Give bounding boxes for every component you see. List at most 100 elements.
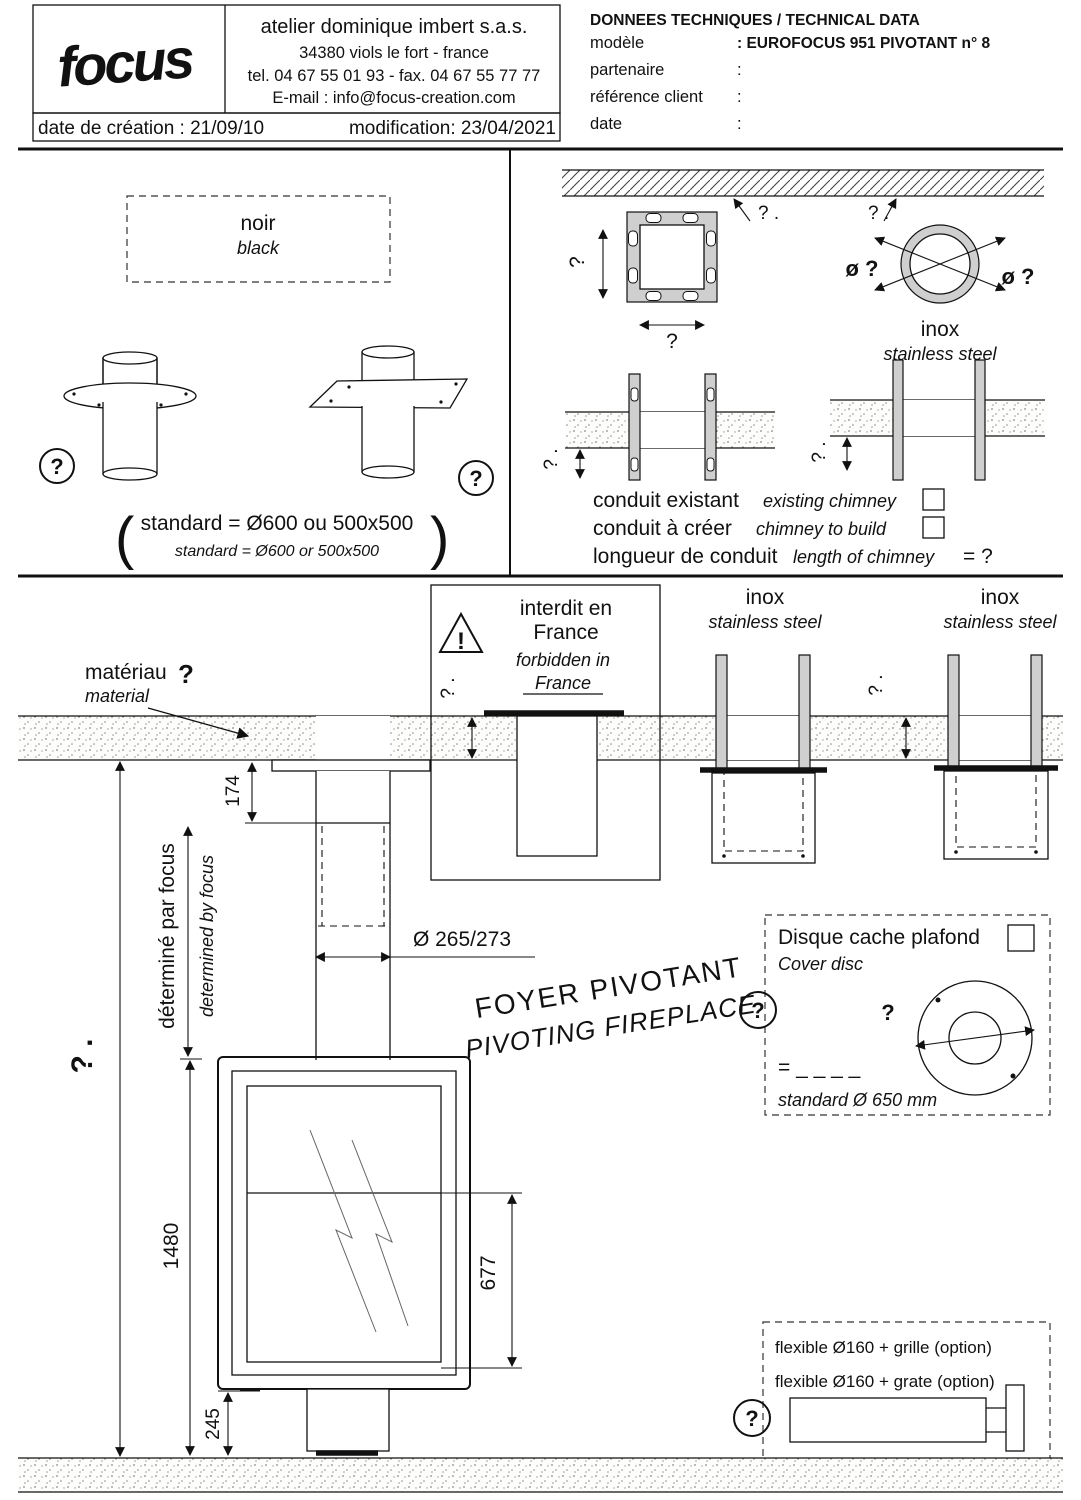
round-pipe-through-wall	[830, 359, 1045, 481]
svg-text:?: ?	[469, 466, 482, 491]
forbidden-en-line2: France	[535, 673, 591, 693]
cover-disc-value: = _ _ _ _	[778, 1056, 861, 1079]
dim-677: 677	[477, 1255, 500, 1290]
existing-chimney-fr: conduit existant	[593, 489, 739, 512]
modification-date: modification: 23/04/2021	[349, 118, 556, 139]
partner-label: partenaire	[590, 61, 664, 79]
pedestal	[306, 1388, 390, 1452]
date-label: date	[590, 115, 622, 133]
creation-date: date de création : 21/09/10	[38, 118, 264, 139]
model-label: modèle	[590, 34, 644, 52]
flexible-option-box: flexible Ø160 + grille (option) flexible…	[733, 1321, 1051, 1463]
pipe-b-offset-q: ? .	[866, 674, 887, 695]
inox-label-fr: inox	[746, 586, 785, 609]
svg-text:?: ?	[745, 1406, 758, 1431]
ceiling-thickness-q: ? .	[868, 203, 889, 224]
ceiling-collar	[271, 759, 431, 772]
chimney-to-build-checkbox[interactable]	[922, 516, 945, 539]
cover-disc-title-fr: Disque cache plafond	[778, 926, 980, 949]
firebox-frame	[217, 1056, 471, 1390]
company-name: atelier dominique imbert s.a.s.	[261, 16, 528, 38]
cover-disc-standard: standard Ø 650 mm	[778, 1090, 937, 1110]
ceiling-hatch-band	[562, 170, 1044, 196]
pipe-diameter-label: Ø 265/273	[413, 928, 511, 951]
finish-fr: noir	[240, 212, 275, 235]
finish-box	[126, 195, 391, 283]
finish-en: black	[237, 238, 280, 258]
square-ceiling-plate-drawing	[308, 345, 469, 479]
date-value: :	[737, 115, 742, 133]
forbidden-pipe	[516, 715, 598, 857]
material-q: ?	[178, 659, 194, 689]
question-badge: ?	[733, 1399, 771, 1437]
material-label-fr: matériau	[85, 661, 167, 684]
standard-size-en: standard = Ø600 or 500x500	[175, 543, 379, 560]
header: focus atelier dominique imbert s.a.s. 34…	[32, 4, 990, 142]
square-duct-plan	[626, 211, 718, 303]
forbidden-en-line1: forbidden in	[516, 650, 610, 670]
client-ref-label: référence client	[590, 88, 703, 106]
determined-by-focus-fr: déterminé par focus	[156, 843, 179, 1029]
company-phone-fax: tel. 04 67 55 01 93 - fax. 04 67 55 77 7…	[248, 67, 541, 85]
determined-by-focus-en: determined by focus	[197, 855, 217, 1017]
inox-label-en: stainless steel	[883, 344, 997, 364]
inox-pipe-b	[934, 654, 1058, 860]
company-email: E-mail : info@focus-creation.com	[272, 89, 515, 107]
dim-174: 174	[223, 775, 244, 807]
forbidden-fr-line2: France	[533, 621, 598, 644]
focus-logo: focus	[55, 26, 195, 98]
round-pipe-plan	[874, 224, 1006, 304]
standard-size-fr: standard = Ø600 ou 500x500	[141, 512, 414, 535]
dim-1480: 1480	[160, 1223, 183, 1270]
floor-band	[18, 1457, 1063, 1493]
round-ceiling-plate-drawing	[63, 351, 197, 481]
cover-disc-box: Disque cache plafond Cover disc ? = _ _ …	[739, 914, 1051, 1116]
pipe-inner-dia-q: ø ?	[1002, 264, 1035, 289]
inox-pipe-a	[700, 654, 827, 864]
wall-section	[1005, 1384, 1025, 1452]
technical-data-title: DONNEES TECHNIQUES / TECHNICAL DATA	[590, 12, 920, 29]
chimney-to-build-fr: conduit à créer	[593, 517, 732, 540]
dim-245: 245	[203, 1408, 224, 1440]
existing-chimney-en: existing chimney	[763, 491, 897, 511]
inox-label-fr: inox	[981, 586, 1020, 609]
chimney-length-en: length of chimney	[793, 547, 935, 567]
ceiling-plates-section: noir black ?	[39, 195, 494, 571]
cover-disc-checkbox[interactable]	[1007, 924, 1035, 952]
pipe-protrusion-q: ? .	[809, 441, 830, 462]
inox-label-en: stainless steel	[708, 612, 822, 632]
date-row-box	[32, 112, 561, 142]
question-badge: ?	[458, 460, 494, 496]
cover-disc-dia-q: ?	[881, 1000, 894, 1025]
inox-label-fr: inox	[921, 318, 960, 341]
glass-reflection	[351, 1139, 409, 1327]
question-badge: ?	[39, 448, 75, 484]
client-ref-value: :	[737, 88, 742, 106]
flexible-duct	[789, 1397, 987, 1443]
cover-disc-title-en: Cover disc	[778, 954, 863, 974]
duct-height-q: ?	[566, 256, 589, 268]
chimney-length-fr: longueur de conduit	[593, 545, 778, 568]
paren-open: (	[115, 506, 134, 571]
paren-close: )	[430, 506, 449, 571]
svg-text:?: ?	[751, 998, 764, 1023]
forbidden-offset-q: ? .	[438, 677, 459, 698]
overall-height-q: ? .	[66, 1039, 99, 1074]
material-arrow	[147, 707, 250, 739]
chimney-section: ? . ? . ? ? ø ? ø ? inox	[541, 169, 1045, 568]
glass-reflection	[309, 1129, 377, 1333]
product-title: FOYER PIVOTANT PIVOTING FIREPLACE	[463, 951, 758, 1064]
partner-value: :	[737, 61, 742, 79]
chimney-to-build-en: chimney to build	[756, 519, 887, 539]
central-fireplace-drawing: 174 Ø 265/273 déterminé par focus determ…	[66, 716, 535, 1457]
pipe-outer-dia-q: ø ?	[846, 256, 879, 281]
installation-section: inox stainless steel inox stainless stee…	[18, 584, 1063, 1457]
duct-width-q: ?	[666, 330, 678, 353]
model-value: : EUROFOCUS 951 PIVOTANT n° 8	[737, 35, 990, 52]
material-label-en: material	[85, 686, 150, 706]
existing-chimney-checkbox[interactable]	[922, 488, 945, 511]
svg-text:?: ?	[50, 454, 63, 479]
svg-text:!: !	[457, 628, 465, 655]
question-badge: ?	[739, 991, 777, 1029]
